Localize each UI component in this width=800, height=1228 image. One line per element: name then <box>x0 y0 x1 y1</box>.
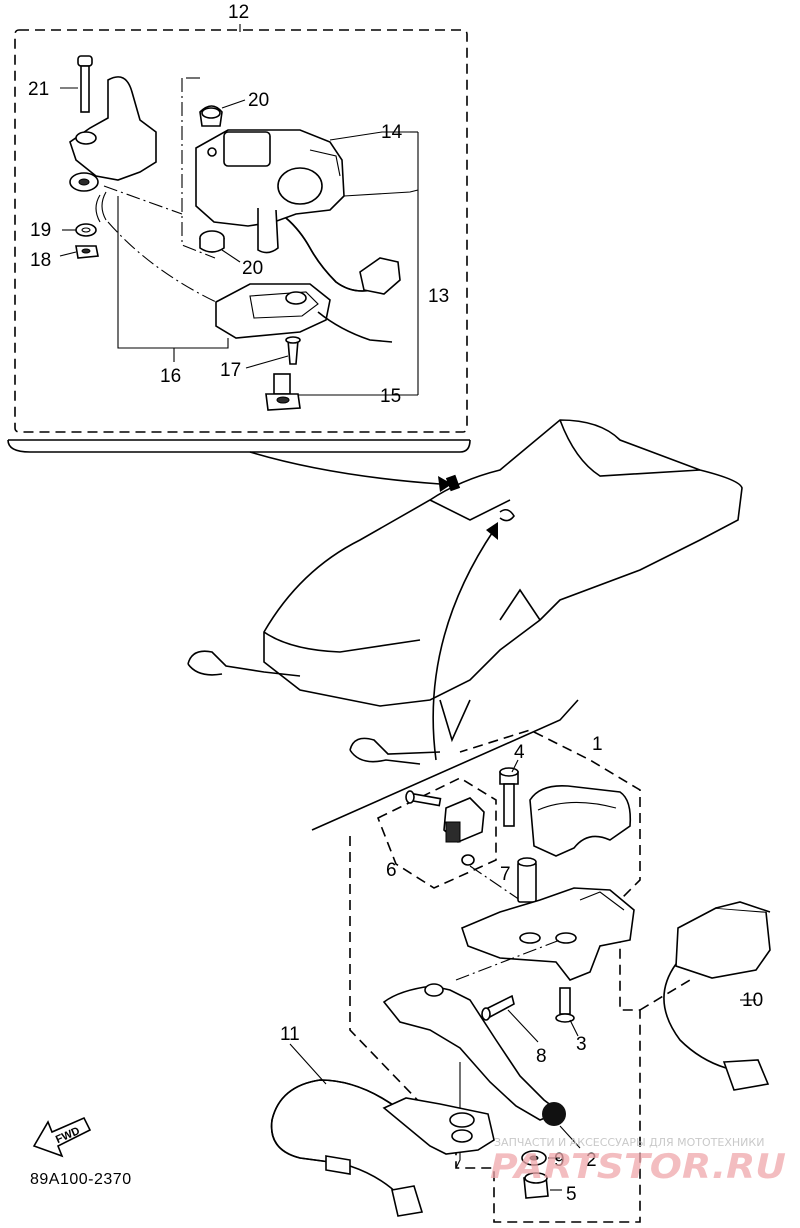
switch-10 <box>639 901 771 1091</box>
mounting-bracket <box>69 76 157 223</box>
callout-20-top: 20 <box>248 90 269 111</box>
location-arrow-upper <box>249 451 461 492</box>
callout-13: 13 <box>428 286 449 307</box>
nut-5 <box>523 1172 562 1199</box>
callout-6: 6 <box>386 860 397 881</box>
callout-17: 17 <box>220 360 241 381</box>
callout-20-bottom: 20 <box>242 258 263 279</box>
callout-16: 16 <box>160 366 181 387</box>
watermark-brand: PARTSTOR.RU <box>490 1147 786 1187</box>
washer-19 <box>62 223 97 237</box>
sleeve-7 <box>517 857 537 903</box>
callout-3: 3 <box>576 1034 587 1055</box>
knob-6 <box>443 797 485 843</box>
callout-11: 11 <box>280 1024 300 1045</box>
callout-10: 10 <box>742 990 763 1011</box>
callout-7: 7 <box>500 864 511 885</box>
diagram-code: 89A100-2370 <box>30 1171 132 1188</box>
watermark-tagline: ЗАПЧАСТИ И АКСЕССУАРЫ ДЛЯ МОТОТЕХНИКИ <box>494 1136 764 1149</box>
callout-21: 21 <box>28 79 49 100</box>
detail-box-12 <box>7 24 471 453</box>
callout-15: 15 <box>380 386 401 407</box>
callout-19: 19 <box>30 220 51 241</box>
fwd-arrow-icon: FWD <box>32 1116 92 1158</box>
screw-17 <box>245 336 301 369</box>
location-arrow-lower <box>432 508 515 761</box>
grommet-20-bottom <box>199 230 241 263</box>
grommet-20-top <box>199 99 246 127</box>
callout-14: 14 <box>381 122 403 143</box>
callout-1: 1 <box>592 734 603 755</box>
bolt-21 <box>60 55 93 113</box>
spring-6 <box>461 854 521 901</box>
watermark: ЗАПЧАСТИ И АКСЕССУАРЫ ДЛЯ МОТОТЕХНИКИ PA… <box>490 1136 786 1187</box>
bolt-3 <box>555 987 579 1037</box>
bolt-4 <box>499 759 519 827</box>
callout-8: 8 <box>536 1046 547 1067</box>
brake-lever-2 <box>382 983 581 1169</box>
callout-18: 18 <box>30 250 51 271</box>
lever-holder <box>455 887 635 981</box>
ignitor-unit-13 <box>195 129 401 295</box>
nut-18 <box>59 245 99 259</box>
callout-9: 9 <box>554 1150 565 1171</box>
lever-cover <box>529 784 632 857</box>
bolt-15 <box>265 373 301 411</box>
snowmobile-outline <box>187 419 743 831</box>
screw-8 <box>481 994 539 1043</box>
callout-2: 2 <box>586 1150 597 1171</box>
detail-box-6 <box>376 777 497 889</box>
callout-5: 5 <box>566 1184 577 1205</box>
screw-6 <box>405 790 442 807</box>
washer-9 <box>521 1150 560 1166</box>
cover-16 <box>215 283 393 343</box>
callout-4: 4 <box>514 742 525 763</box>
callout-labels: 12 21 20 14 19 18 20 13 17 16 15 1 4 6 7… <box>28 2 763 1205</box>
callout-12: 12 <box>228 2 249 23</box>
brake-switch-11 <box>270 1043 495 1217</box>
svg-text:FWD: FWD <box>54 1125 82 1146</box>
